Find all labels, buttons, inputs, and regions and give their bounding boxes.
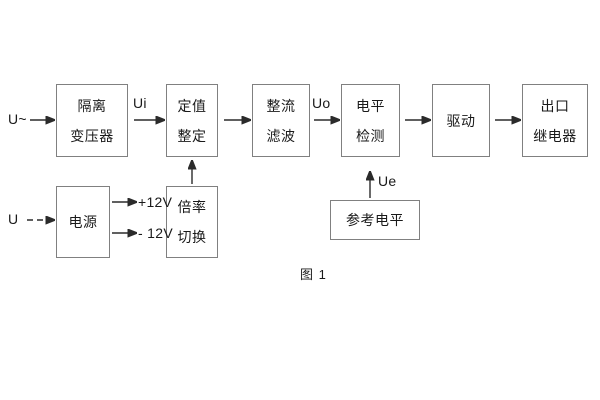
block-rectify-filter: 整流 滤波 — [252, 84, 310, 157]
signal-label-rail-pos-12v: +12V — [138, 194, 173, 210]
block-level-detect: 电平 检测 — [341, 84, 400, 157]
block-power-supply: 电源 — [56, 186, 110, 258]
signal-label-input-dc: U — [8, 211, 19, 227]
block-label-line: 驱动 — [446, 112, 476, 129]
signal-label-ui: Ui — [133, 95, 147, 111]
block-label-line: 滤波 — [266, 127, 296, 144]
block-label-line: 电源 — [68, 214, 98, 230]
signal-label-uo: Uo — [312, 95, 331, 111]
block-setting-value: 定值 整定 — [166, 84, 218, 157]
block-label-line: 定值 — [177, 97, 207, 114]
block-output-relay: 出口 继电器 — [522, 84, 588, 157]
block-isolation-transformer: 隔离 变压器 — [56, 84, 128, 157]
signal-label-rail-neg-12v: - 12V — [138, 225, 173, 241]
block-label-line: 继电器 — [533, 127, 577, 144]
block-drive: 驱动 — [432, 84, 490, 157]
block-label-line: 整定 — [177, 127, 207, 144]
block-label-line: 参考电平 — [346, 212, 404, 228]
block-label-line: 变压器 — [70, 127, 114, 144]
block-label-line: 出口 — [540, 97, 570, 114]
signal-label-input-ac: U~ — [8, 111, 27, 127]
signal-label-ue: Ue — [378, 173, 397, 189]
block-multiplier-switch: 倍率 切换 — [166, 186, 218, 258]
block-label-line: 检测 — [356, 127, 385, 144]
figure-caption: 图 1 — [300, 267, 327, 282]
block-label-line: 电平 — [356, 97, 385, 114]
block-label-line: 整流 — [266, 97, 296, 114]
block-label-line: 倍率 — [177, 199, 207, 215]
block-reference-level: 参考电平 — [330, 200, 420, 240]
block-label-line: 切换 — [177, 229, 207, 245]
block-label-line: 隔离 — [77, 97, 107, 114]
